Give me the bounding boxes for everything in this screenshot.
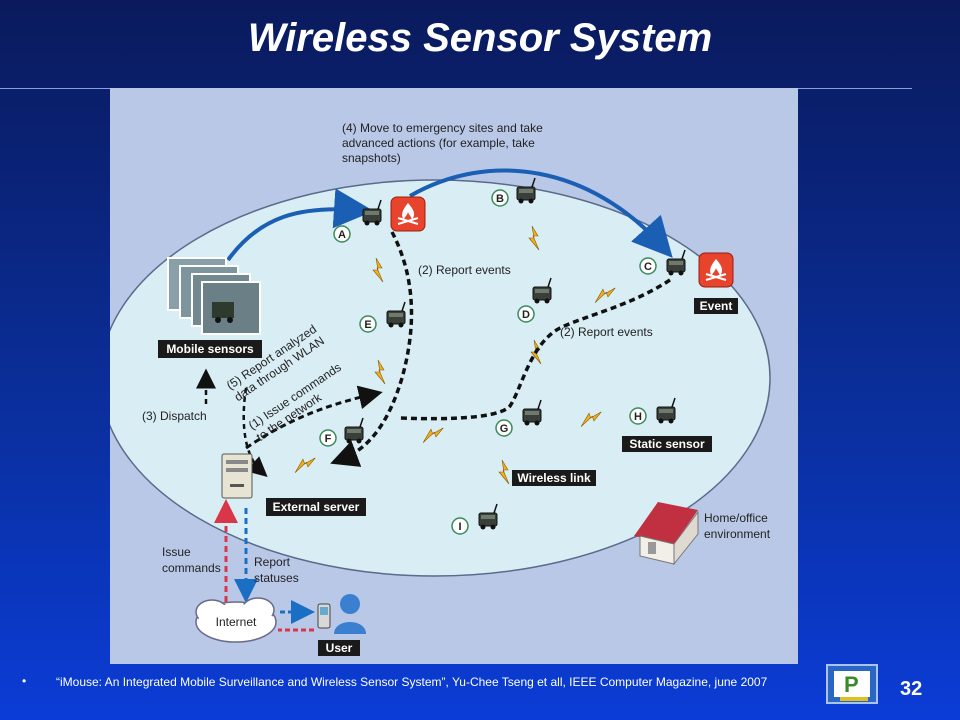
node-i-letter: I: [458, 521, 461, 533]
external-server-label: External server: [273, 500, 360, 514]
node-c-letter: C: [644, 261, 652, 273]
event-label: Event: [700, 299, 733, 313]
event-fire-icon: [698, 252, 734, 288]
node-c-badge: [639, 257, 657, 275]
fire-icon: [390, 196, 426, 232]
static-sensor-label: Static sensor: [629, 437, 705, 451]
home-office-line2: environment: [704, 527, 771, 541]
event-label-box: [694, 298, 738, 314]
move-arrow-to-a: [226, 188, 374, 262]
phone-icon: [317, 603, 331, 629]
mobile-sensors-label-box: [158, 340, 262, 358]
node-a-letter: A: [338, 229, 346, 241]
node-g-letter: G: [500, 423, 509, 435]
node-b-letter: B: [496, 193, 504, 205]
internet-cloud-icon: [195, 597, 277, 643]
report-events-label-2: (2) Report events: [560, 325, 653, 339]
logo-glyph: P: [844, 672, 859, 697]
footer-citation: “iMouse: An Integrated Mobile Surveillan…: [56, 675, 768, 689]
node-e-letter: E: [364, 319, 371, 331]
static-sensor-label-box: [622, 436, 712, 452]
report-statuses-line1: Report: [254, 555, 291, 569]
server-icon: [221, 453, 253, 499]
slide-title: Wireless Sensor System: [247, 16, 713, 60]
internet-label: Internet: [216, 615, 257, 629]
home-office-line1: Home/office: [704, 511, 768, 525]
user-icon: [334, 594, 366, 634]
house-icon: [634, 502, 699, 566]
network-area-ellipse: [110, 179, 771, 577]
page-number: 32: [900, 678, 923, 700]
node-e-badge: [359, 315, 377, 333]
user-label: User: [326, 641, 353, 655]
node-h-badge: [629, 407, 647, 425]
presentation-logo: P: [826, 664, 878, 704]
step4-line3: snapshots): [342, 151, 401, 165]
report-events-path-right: [399, 278, 671, 421]
dispatch-path: [242, 387, 268, 477]
wireless-link-label: Wireless link: [517, 471, 591, 485]
node-a-badge: [333, 225, 351, 243]
issue-commands-line1: Issue: [162, 545, 191, 559]
issue-commands-line2: commands: [162, 561, 221, 575]
report-events-path-left: [330, 231, 414, 467]
user-label-box: [318, 640, 360, 656]
mobile-sensors-icon: [167, 257, 261, 335]
node-i-badge: [451, 517, 469, 535]
wireless-sensor-diagram: (4) Move to emergency sites and take adv…: [110, 88, 798, 664]
external-server-label-box: [266, 498, 366, 516]
report-statuses-line2: statuses: [254, 571, 299, 585]
logo-inner: P: [834, 671, 870, 701]
node-h-letter: H: [634, 411, 642, 423]
mobile-sensors-label: Mobile sensors: [166, 342, 254, 356]
node-g-badge: [495, 419, 513, 437]
node-d-letter: D: [522, 309, 530, 321]
report-events-label-1: (2) Report events: [418, 263, 511, 277]
node-f-letter: F: [325, 433, 332, 445]
wireless-link-label-box: [512, 470, 596, 486]
footer-bullet: •: [22, 674, 27, 688]
step4-line1: (4) Move to emergency sites and take: [342, 121, 543, 135]
node-d-badge: [517, 305, 535, 323]
logo-bar: [840, 697, 868, 701]
dispatch-label: (3) Dispatch: [142, 409, 207, 423]
step4-line2: advanced actions (for example, take: [342, 136, 535, 150]
node-b-badge: [491, 189, 509, 207]
issue-commands-path: [245, 385, 383, 450]
move-arrow-to-c: [409, 168, 673, 258]
